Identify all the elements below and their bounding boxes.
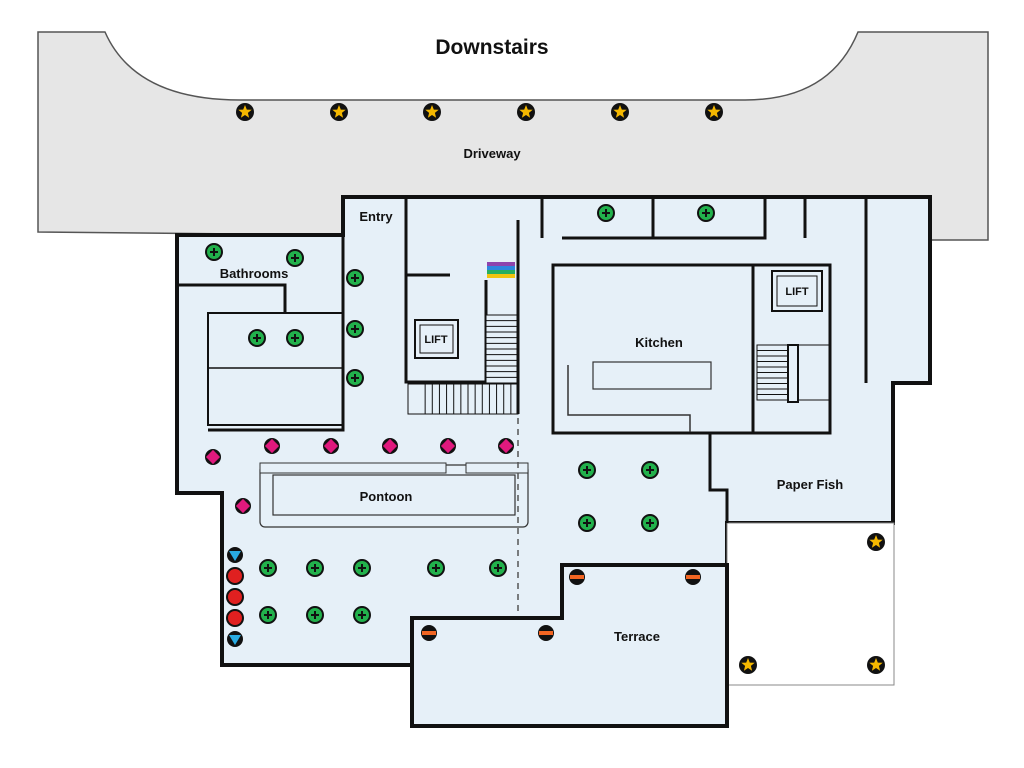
lift-label-1: LIFT xyxy=(424,334,447,346)
green-plus-marker-icon xyxy=(306,606,324,624)
green-plus-marker-icon xyxy=(578,514,596,532)
green-plus-marker-icon xyxy=(286,249,304,267)
kitchen-room xyxy=(551,263,755,435)
orange-stripe-marker-icon xyxy=(538,625,554,641)
star-marker-icon xyxy=(236,103,254,121)
pink-marker-icon xyxy=(498,438,514,454)
pontoon-label: Pontoon xyxy=(360,489,413,504)
star-marker-icon xyxy=(867,533,885,551)
red-marker-icon xyxy=(226,609,244,627)
bathrooms-label: Bathrooms xyxy=(220,266,289,281)
color-stack-icon xyxy=(487,262,515,278)
green-plus-marker-icon xyxy=(306,559,324,577)
lift-label-2: LIFT xyxy=(785,286,808,298)
lift-box-1 xyxy=(414,319,459,359)
red-marker-icon xyxy=(226,588,244,606)
blue-triangle-marker-icon xyxy=(227,547,243,563)
star-marker-icon xyxy=(330,103,348,121)
green-plus-marker-icon xyxy=(427,559,445,577)
orange-stripe-marker-icon xyxy=(569,569,585,585)
lift-box-2 xyxy=(771,270,823,312)
green-plus-marker-icon xyxy=(286,329,304,347)
star-marker-icon xyxy=(423,103,441,121)
terrace-area xyxy=(410,563,729,728)
green-plus-marker-icon xyxy=(353,559,371,577)
star-marker-icon xyxy=(705,103,723,121)
pink-marker-icon xyxy=(264,438,280,454)
pink-marker-icon xyxy=(440,438,456,454)
pink-marker-icon xyxy=(323,438,339,454)
terrace-label: Terrace xyxy=(614,629,660,644)
pink-marker-icon xyxy=(205,449,221,465)
green-plus-marker-icon xyxy=(353,606,371,624)
red-marker-icon xyxy=(226,567,244,585)
pink-marker-icon xyxy=(235,498,251,514)
orange-stripe-marker-icon xyxy=(421,625,437,641)
green-plus-marker-icon xyxy=(489,559,507,577)
green-plus-marker-icon xyxy=(248,329,266,347)
kitchen-label: Kitchen xyxy=(635,335,683,350)
stairs-1 xyxy=(407,383,519,415)
entry-label: Entry xyxy=(359,209,393,224)
blue-triangle-marker-icon xyxy=(227,631,243,647)
driveway-label: Driveway xyxy=(463,146,521,161)
green-plus-marker-icon xyxy=(259,606,277,624)
orange-stripe-marker-icon xyxy=(685,569,701,585)
green-plus-marker-icon xyxy=(578,461,596,479)
star-marker-icon xyxy=(517,103,535,121)
green-plus-marker-icon xyxy=(597,204,615,222)
driveway-area xyxy=(37,31,989,241)
star-marker-icon xyxy=(739,656,757,674)
green-plus-marker-icon xyxy=(346,369,364,387)
star-marker-icon xyxy=(611,103,629,121)
green-plus-marker-icon xyxy=(697,204,715,222)
green-plus-marker-icon xyxy=(346,269,364,287)
green-plus-marker-icon xyxy=(259,559,277,577)
pink-marker-icon xyxy=(382,438,398,454)
star-marker-icon xyxy=(867,656,885,674)
green-plus-marker-icon xyxy=(641,514,659,532)
outdoor-patio xyxy=(726,522,895,686)
green-plus-marker-icon xyxy=(346,320,364,338)
map-title: Downstairs xyxy=(435,36,548,59)
green-plus-marker-icon xyxy=(641,461,659,479)
green-plus-marker-icon xyxy=(205,243,223,261)
paper-fish-label: Paper Fish xyxy=(777,477,844,492)
